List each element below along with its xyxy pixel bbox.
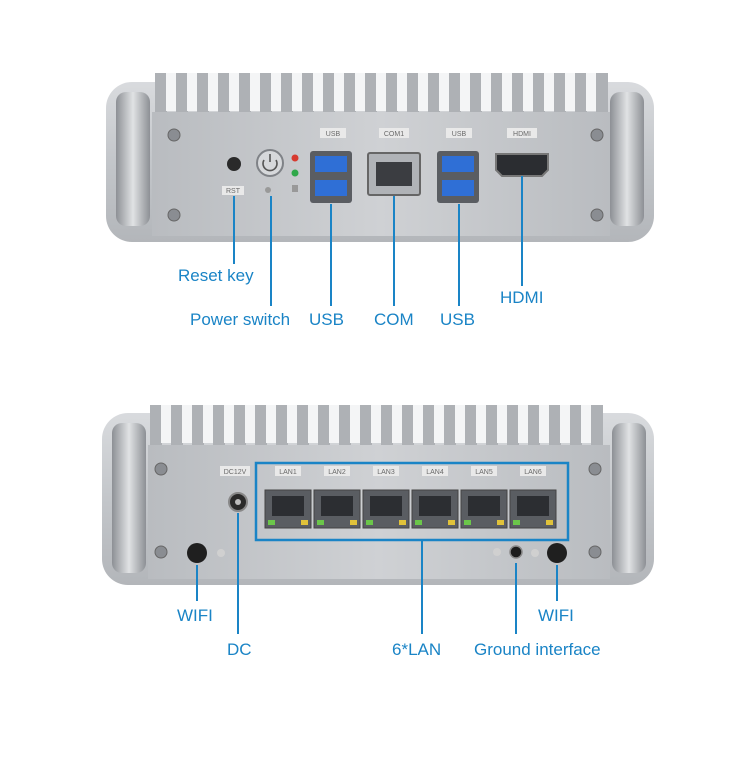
lan-callout: 6*LAN: [392, 640, 442, 659]
wifi-right-leader-line: [556, 565, 558, 601]
wifi-antenna-icon: [187, 543, 207, 563]
side-fins-left: [116, 92, 150, 226]
dc-leader-line: [237, 513, 239, 634]
usb-left-callout: USB: [309, 310, 344, 329]
hdmi-port-icon: [495, 153, 549, 177]
lan-ports: LAN1 LAN2 LAN3 LAN4 LAN5 LAN6: [264, 466, 557, 529]
lan4-label: LAN4: [426, 469, 444, 476]
reset-button-icon: [227, 157, 241, 171]
usb-left-leader-line: [330, 204, 332, 306]
usb-right-label: USB: [452, 131, 467, 138]
side-fins-right: [610, 92, 644, 226]
reset-leader-line: [233, 196, 235, 264]
front-panel: RST USB COM1 USB HDMI: [106, 73, 654, 242]
power-button-icon: [256, 149, 284, 177]
heatsink-fins-top: [155, 73, 608, 113]
usb-right-leader-line: [458, 204, 460, 306]
dc-callout: DC: [227, 640, 252, 659]
usb-left-label: USB: [326, 131, 341, 138]
dc-label: DC12V: [224, 469, 247, 476]
wifi-right-callout: WIFI: [538, 606, 574, 625]
wifi-left-leader-line: [196, 565, 198, 601]
hdmi-leader-line: [521, 176, 523, 286]
ground-jack-icon: [509, 545, 523, 559]
hdmi-callout: HDMI: [500, 288, 544, 307]
lan5-label: LAN5: [475, 469, 493, 476]
wifi-antenna-icon: [547, 543, 567, 563]
com-leader-line: [393, 196, 395, 306]
power-switch-callout: Power switch: [190, 310, 291, 329]
com-label: COM1: [384, 131, 404, 138]
back-panel: DC12V LAN1 LAN2 LAN3 LAN4 LAN5 LAN6: [102, 405, 654, 585]
lan1-label: LAN1: [279, 469, 297, 476]
ground-leader-line: [515, 563, 517, 634]
reset-key-callout: Reset key: [178, 266, 254, 285]
hdmi-label: HDMI: [513, 131, 531, 138]
rst-label: RST: [226, 188, 241, 195]
com-callout: COM: [374, 310, 414, 329]
led-green-icon: [291, 169, 299, 177]
ground-interface-callout: Ground interface: [474, 640, 601, 659]
lan6-label: LAN6: [524, 469, 542, 476]
power-leader-line: [270, 196, 272, 306]
led-red-icon: [291, 154, 299, 162]
lan2-label: LAN2: [328, 469, 346, 476]
screw-icon: [167, 128, 604, 222]
wifi-left-callout: WIFI: [177, 606, 213, 625]
lan-leader-line: [421, 541, 423, 634]
lan3-label: LAN3: [377, 469, 395, 476]
lan-highlight-box: [254, 461, 570, 542]
usb-right-callout: USB: [440, 310, 475, 329]
